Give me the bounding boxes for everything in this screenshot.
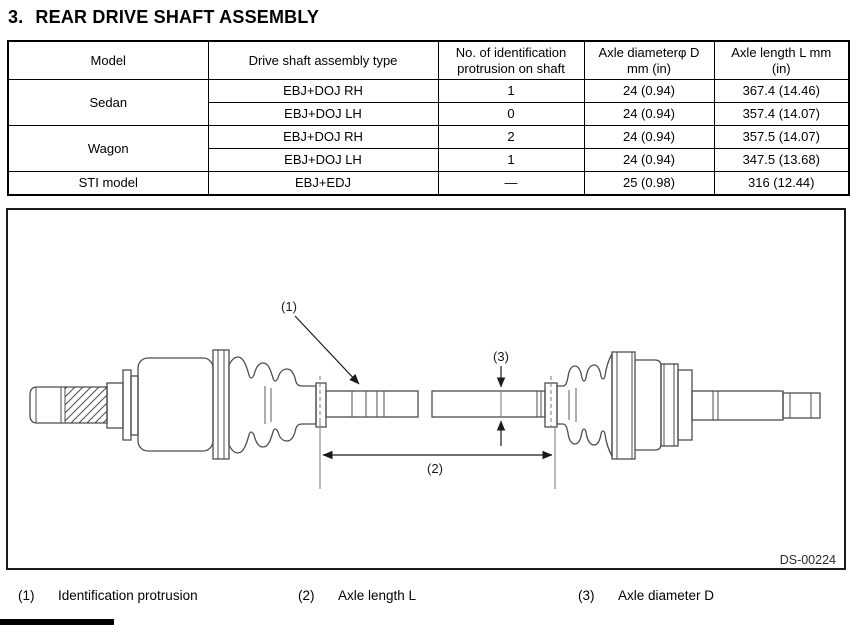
right-boot xyxy=(556,351,613,459)
cell-protrusions: 1 xyxy=(437,79,585,103)
cell-type: EBJ+EDJ xyxy=(207,171,439,196)
cell-protrusions: — xyxy=(437,171,585,196)
cell-protrusions: 2 xyxy=(437,125,585,149)
callout-3-label: (3) xyxy=(493,349,509,364)
right-boot-clamp xyxy=(544,376,558,428)
legend-1-label: Identification protrusion xyxy=(58,588,198,603)
cell-length: 367.4 (14.46) xyxy=(713,79,850,103)
dimension-2-axle-length: (2) xyxy=(319,421,556,489)
callout-1-arrow xyxy=(294,315,360,385)
spline-hatch xyxy=(65,387,107,423)
drive-shaft-diagram: (1) (3) (2) xyxy=(29,299,836,567)
cell-protrusions: 0 xyxy=(437,102,585,126)
cell-length: 347.5 (13.68) xyxy=(713,148,850,172)
cell-length: 316 (12.44) xyxy=(713,171,850,196)
legend-2-label: Axle length L xyxy=(338,588,417,603)
callout-1: (1) xyxy=(281,299,360,385)
cell-model-wagon: Wagon xyxy=(7,125,209,172)
cell-length: 357.4 (14.07) xyxy=(713,102,850,126)
cell-diameter: 24 (0.94) xyxy=(583,148,715,172)
col-header-protrusion: No. of identification protrusion on shaf… xyxy=(437,40,585,80)
cell-model-sedan: Sedan xyxy=(7,79,209,126)
output-shaft-right xyxy=(691,390,821,421)
callout-3: (3) xyxy=(493,349,509,446)
cell-type: EBJ+DOJ LH xyxy=(207,102,439,126)
legend-3-number: (3) xyxy=(578,588,595,603)
table-row: Sedan EBJ+DOJ RH 1 24 (0.94) 367.4 (14.4… xyxy=(7,79,850,126)
table-row: STI model EBJ+EDJ — 25 (0.98) 316 (12.44… xyxy=(7,171,850,196)
cell-diameter: 24 (0.94) xyxy=(583,102,715,126)
drive-shaft-figure-frame: (1) (3) (2) xyxy=(6,208,846,570)
col-header-model: Model xyxy=(7,40,209,80)
legend-2-number: (2) xyxy=(298,588,315,603)
ebj-joint-housing xyxy=(611,351,693,460)
doj-joint-housing xyxy=(137,349,230,460)
axle-shaft-middle xyxy=(431,390,546,418)
col-header-type: Drive shaft assembly type xyxy=(207,40,439,80)
figure-id: DS-00224 xyxy=(780,553,836,567)
table-row: Wagon EBJ+DOJ RH 2 24 (0.94) 357.5 (14.0… xyxy=(7,125,850,172)
left-boot xyxy=(228,356,317,454)
table-header-row: Model Drive shaft assembly type No. of i… xyxy=(7,40,850,80)
stub-shaft-splined-end xyxy=(29,369,139,441)
page-heading: 3. REAR DRIVE SHAFT ASSEMBLY xyxy=(8,7,319,28)
axle-shaft-left xyxy=(325,390,419,418)
heading-number: 3. xyxy=(8,7,24,27)
col-header-length: Axle length L mm (in) xyxy=(713,40,850,80)
cell-diameter: 25 (0.98) xyxy=(583,171,715,196)
cell-protrusions: 1 xyxy=(437,148,585,172)
drive-shaft-spec-table: Model Drive shaft assembly type No. of i… xyxy=(7,40,850,196)
left-boot-clamp xyxy=(315,376,327,428)
table-row: EBJ+DOJ LH 1 24 (0.94) 347.5 (13.68) xyxy=(8,148,850,172)
cell-type: EBJ+DOJ RH xyxy=(207,79,439,103)
cell-model-sti: STI model xyxy=(7,171,209,196)
cell-type: EBJ+DOJ LH xyxy=(207,148,439,172)
legend-1-number: (1) xyxy=(18,588,35,603)
figure-legend: (1) Identification protrusion (2) Axle l… xyxy=(0,588,862,608)
callout-1-label: (1) xyxy=(281,299,297,314)
page-bottom-edge-artifact xyxy=(0,619,114,625)
callout-2-label: (2) xyxy=(427,461,443,476)
cell-diameter: 24 (0.94) xyxy=(583,79,715,103)
legend-3-label: Axle diameter D xyxy=(618,588,715,603)
cell-diameter: 24 (0.94) xyxy=(583,125,715,149)
cell-type: EBJ+DOJ RH xyxy=(207,125,439,149)
heading-title: REAR DRIVE SHAFT ASSEMBLY xyxy=(35,7,320,27)
cell-length: 357.5 (14.07) xyxy=(713,125,850,149)
col-header-diameter: Axle diameterφ D mm (in) xyxy=(583,40,715,80)
